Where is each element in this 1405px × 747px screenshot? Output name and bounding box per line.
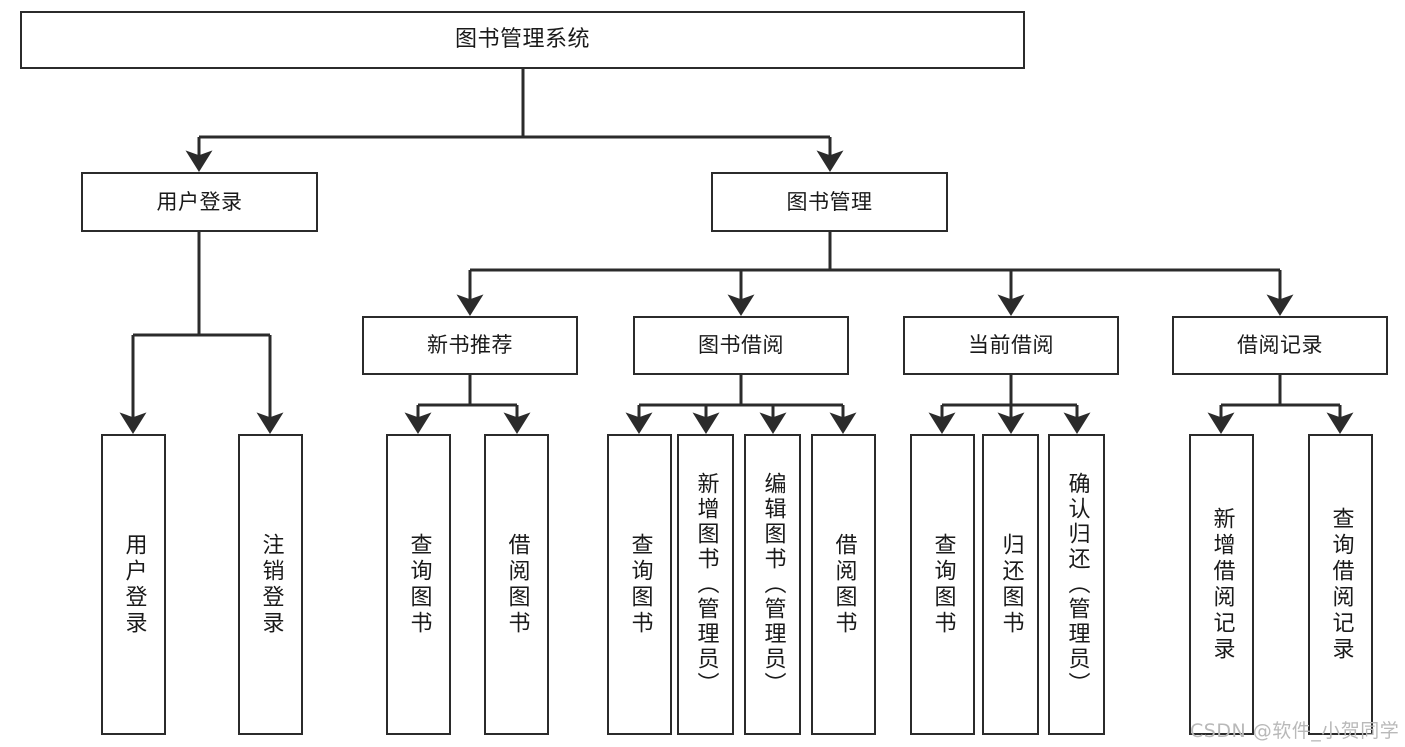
node-leaf-query-record-label: 查询借阅记录 [1328,506,1354,663]
node-leaf-add-book-label: 新增图书（管理员） [693,472,719,697]
csdn-watermark: CSDN @软件_小贺同学 [1190,720,1400,742]
node-leaf-logout-label: 注销登录 [258,532,284,637]
node-leaf-add-record-label: 新增借阅记录 [1209,506,1235,663]
node-leaf-user-login[interactable]: 用户登录 [101,434,166,735]
node-leaf-query-book-3[interactable]: 查询图书 [910,434,975,735]
node-current-borrow[interactable]: 当前借阅 [903,316,1119,375]
node-leaf-edit-book-label: 编辑图书（管理员） [760,472,786,697]
node-user-login-label: 用户登录 [156,189,243,214]
node-user-login[interactable]: 用户登录 [81,172,318,232]
node-borrow-record[interactable]: 借阅记录 [1172,316,1388,375]
node-root-label: 图书管理系统 [454,27,590,53]
node-book-manage-label: 图书管理 [786,189,873,214]
node-book-borrow[interactable]: 图书借阅 [633,316,849,375]
node-leaf-add-book[interactable]: 新增图书（管理员） [677,434,734,735]
node-leaf-borrow-book-2[interactable]: 借阅图书 [811,434,876,735]
node-leaf-query-record[interactable]: 查询借阅记录 [1308,434,1373,735]
node-new-book-recommend[interactable]: 新书推荐 [362,316,578,375]
node-leaf-return-book-label: 归还图书 [998,532,1024,637]
node-leaf-add-record[interactable]: 新增借阅记录 [1189,434,1254,735]
node-current-borrow-label: 当前借阅 [968,333,1054,358]
node-leaf-query-book-2-label: 查询图书 [627,532,653,637]
node-root[interactable]: 图书管理系统 [20,11,1025,69]
node-leaf-borrow-book-2-label: 借阅图书 [831,532,857,637]
node-leaf-confirm-return[interactable]: 确认归还（管理员） [1048,434,1105,735]
node-leaf-query-book-1[interactable]: 查询图书 [386,434,451,735]
node-book-borrow-label: 图书借阅 [698,333,784,358]
node-leaf-edit-book[interactable]: 编辑图书（管理员） [744,434,801,735]
node-leaf-return-book[interactable]: 归还图书 [982,434,1039,735]
node-leaf-borrow-book-1[interactable]: 借阅图书 [484,434,549,735]
node-leaf-query-book-2[interactable]: 查询图书 [607,434,672,735]
node-leaf-query-book-1-label: 查询图书 [406,532,432,637]
node-leaf-confirm-return-label: 确认归还（管理员） [1064,472,1090,697]
node-leaf-user-login-label: 用户登录 [121,532,147,637]
node-borrow-record-label: 借阅记录 [1237,333,1323,358]
node-leaf-query-book-3-label: 查询图书 [930,532,956,637]
node-leaf-logout[interactable]: 注销登录 [238,434,303,735]
node-new-book-recommend-label: 新书推荐 [427,333,513,358]
node-book-manage[interactable]: 图书管理 [711,172,948,232]
node-leaf-borrow-book-1-label: 借阅图书 [504,532,530,637]
